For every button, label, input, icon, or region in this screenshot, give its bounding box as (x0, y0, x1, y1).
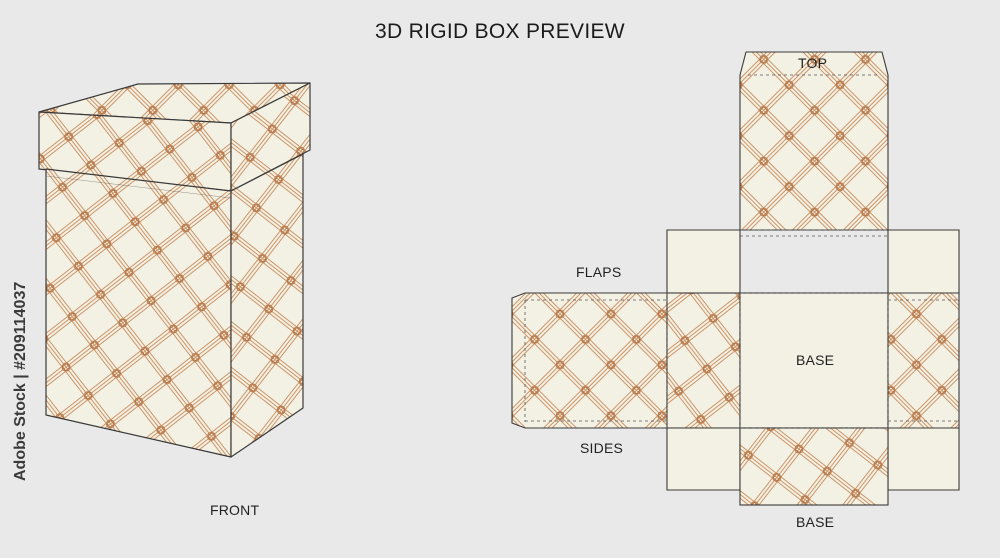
left-side-strip (511, 292, 668, 429)
dieline-net (511, 51, 960, 506)
label-sides: SIDES (580, 440, 624, 456)
upper-right-flap (887, 229, 960, 294)
page-title: 3D RIGID BOX PREVIEW (375, 20, 625, 43)
label-front: FRONT (210, 502, 260, 518)
stock-id-watermark: Adobe Stock | #209114037 (12, 281, 29, 481)
lower-right-flap (887, 427, 960, 491)
fold-lines (524, 74, 959, 429)
label-base-center: BASE (796, 352, 835, 368)
label-base-bottom: BASE (796, 514, 835, 530)
lid-right-face (230, 82, 311, 192)
label-flaps: FLAPS (576, 264, 622, 280)
upper-left-flap (666, 229, 741, 294)
body-front-face (45, 168, 232, 458)
box-3d (38, 82, 311, 458)
label-top: TOP (798, 55, 828, 71)
body-right-face (230, 153, 304, 458)
top-panel (739, 51, 889, 231)
left-side-panel (666, 292, 741, 429)
lower-left-flap (666, 427, 741, 491)
right-side-panel (887, 292, 960, 429)
bottom-base-panel (739, 427, 889, 506)
